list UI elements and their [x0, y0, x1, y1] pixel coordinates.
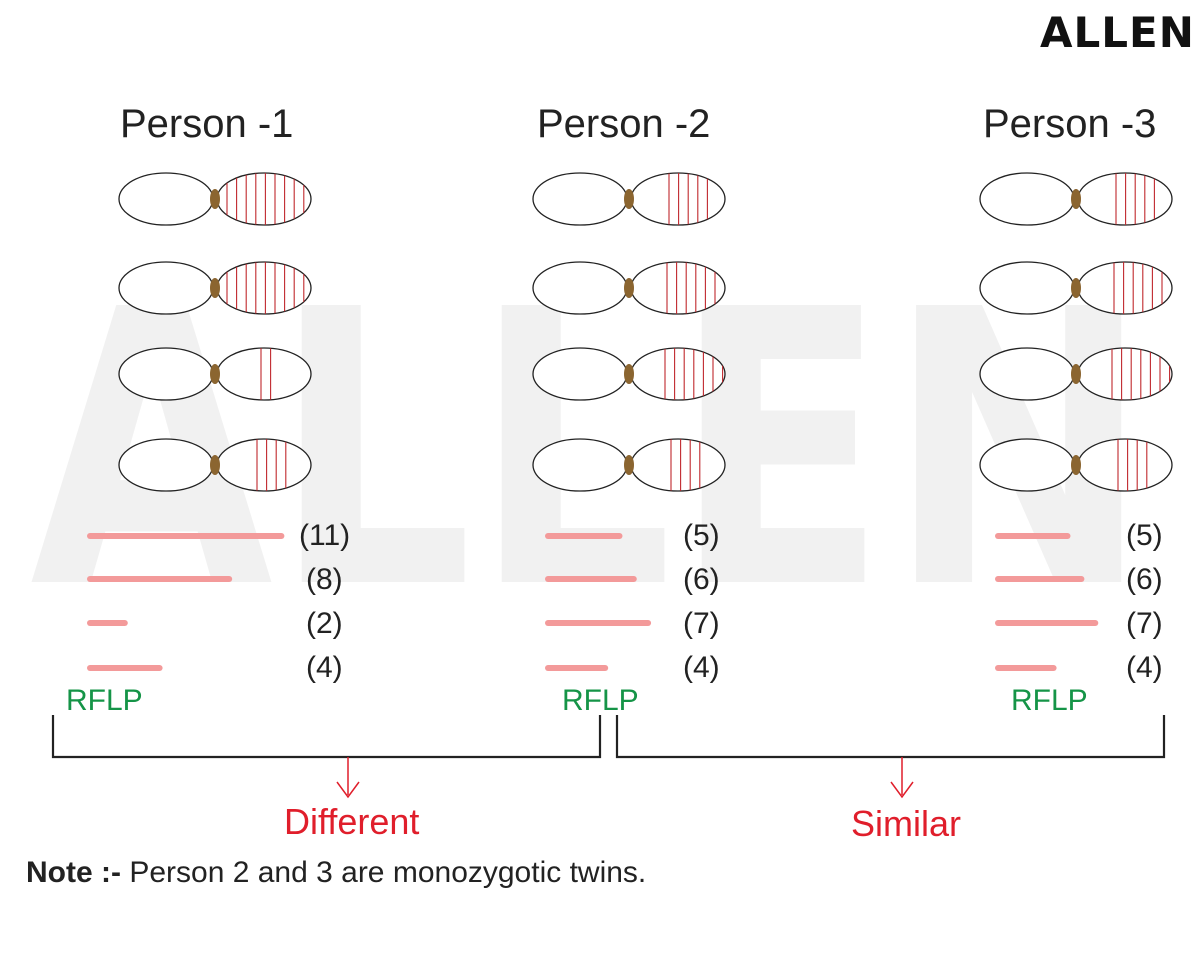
chromosome-right-arm	[630, 438, 726, 492]
chromosome-right-arm	[216, 261, 312, 315]
chromosome-left-arm	[532, 347, 628, 401]
person-3-title: Person -3	[983, 102, 1157, 146]
chromosome-left-arm	[979, 438, 1075, 492]
verdict-similar: Similar	[851, 803, 962, 844]
person-2-band-2-label: (6)	[683, 563, 720, 596]
chromosome-left-arm	[118, 347, 214, 401]
verdict-different: Different	[284, 801, 420, 842]
chromosome-left-arm	[532, 172, 628, 226]
centromere	[624, 364, 634, 384]
chromosome-stripes	[256, 439, 287, 491]
chromosome-stripes	[260, 348, 272, 400]
chromosome-right-arm	[630, 172, 726, 226]
centromere	[1071, 364, 1081, 384]
chromosome-left-arm	[979, 261, 1075, 315]
centromere	[624, 189, 634, 209]
arrow-head	[336, 781, 360, 799]
chromosome-right-arm	[630, 347, 726, 401]
arrow-down-similar	[890, 757, 914, 799]
person-3-band-4-label: (4)	[1126, 651, 1163, 684]
person-2-title: Person -2	[537, 102, 711, 146]
person-1-band-1-label: (11)	[299, 519, 351, 552]
chromosome-stripes	[1115, 173, 1155, 225]
chromosome-stripes	[668, 173, 708, 225]
arrow-head	[890, 781, 914, 799]
person-2-band-3-label: (7)	[683, 607, 720, 640]
person-3-chromosome-1	[979, 172, 1173, 226]
chromosome-stripes	[666, 262, 716, 314]
centromere	[210, 278, 220, 298]
chromosome-stripes	[1117, 439, 1148, 491]
person-2-chromosome-2	[532, 261, 726, 315]
chromosome-left-arm	[532, 261, 628, 315]
person-2-chromosome-3	[532, 347, 726, 401]
chromosome-right-arm	[630, 261, 726, 315]
chromosome-left-arm	[979, 172, 1075, 226]
person-1-chromosome-3	[118, 347, 312, 401]
person-2-band-1-label: (5)	[683, 519, 720, 552]
bracket-similar	[615, 715, 1166, 759]
person-2-rflp-label: RFLP	[562, 684, 639, 717]
chromosome-right-arm	[1077, 347, 1173, 401]
centromere	[210, 455, 220, 475]
allen-logo: ALLEN	[1040, 8, 1195, 57]
centromere	[1071, 455, 1081, 475]
chromosome-right-arm	[1077, 261, 1173, 315]
person-2-band-4-label: (4)	[683, 651, 720, 684]
chromosome-right-arm	[1077, 438, 1173, 492]
person-3-band-1-label: (5)	[1126, 519, 1163, 552]
chromosome-left-arm	[118, 438, 214, 492]
centromere	[210, 189, 220, 209]
person-1-chromosome-1	[118, 172, 312, 226]
person-1-band-4-label: (4)	[306, 651, 343, 684]
chromosome-stripes	[670, 439, 701, 491]
bracket-different	[51, 715, 602, 759]
centromere	[624, 278, 634, 298]
chromosome-right-arm	[1077, 172, 1173, 226]
person-3-band-3-label: (7)	[1126, 607, 1163, 640]
chromosome-left-arm	[979, 347, 1075, 401]
centromere	[1071, 189, 1081, 209]
person-2-chromosome-4	[532, 438, 726, 492]
person-3-chromosome-3	[979, 347, 1173, 401]
centromere	[210, 364, 220, 384]
centromere	[1071, 278, 1081, 298]
note-body: Person 2 and 3 are monozygotic twins.	[120, 856, 647, 889]
person-1-title: Person -1	[120, 102, 294, 146]
note-prefix: Note :-	[26, 856, 121, 889]
chromosome-right-arm	[216, 347, 312, 401]
chromosome-right-arm	[216, 172, 312, 226]
person-1-chromosome-2	[118, 261, 312, 315]
person-3-band-2-label: (6)	[1126, 563, 1163, 596]
chromosome-left-arm	[118, 172, 214, 226]
chromosome-left-arm	[532, 438, 628, 492]
person-3-chromosome-4	[979, 438, 1173, 492]
chromosome-left-arm	[118, 261, 214, 315]
person-1-band-2-label: (8)	[306, 563, 343, 596]
person-3-rflp-label: RFLP	[1011, 684, 1088, 717]
person-1-chromosome-4	[118, 438, 312, 492]
person-1-band-3-label: (2)	[306, 607, 343, 640]
person-1-rflp-label: RFLP	[66, 684, 143, 717]
centromere	[624, 455, 634, 475]
chromosome-right-arm	[216, 438, 312, 492]
person-2-chromosome-1	[532, 172, 726, 226]
arrow-down-different	[336, 757, 360, 799]
note-text: Note :- Person 2 and 3 are monozygotic t…	[26, 858, 646, 888]
